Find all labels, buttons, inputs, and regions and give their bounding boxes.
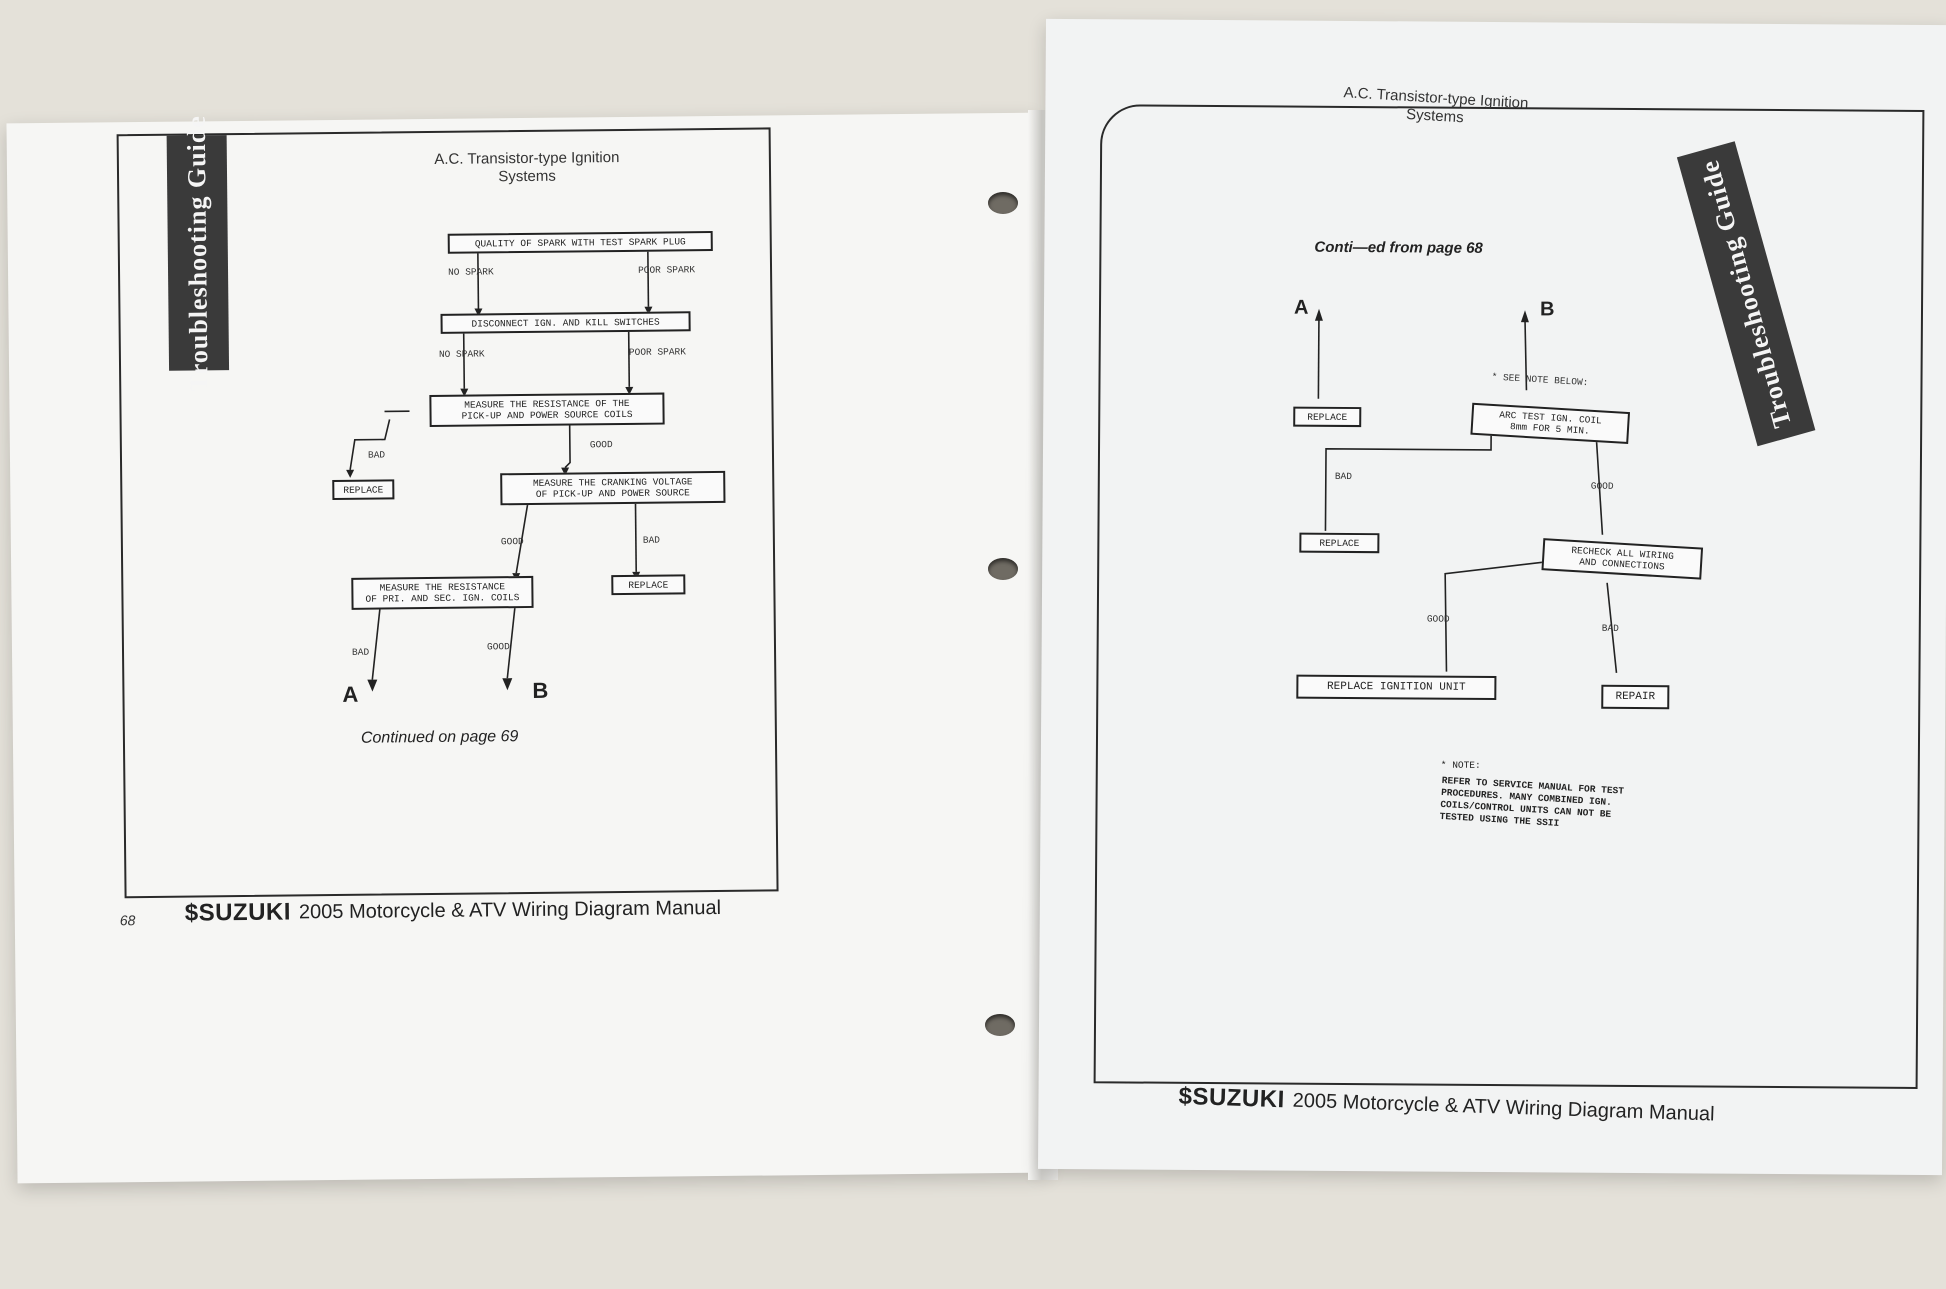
suzuki-logo: $SUZUKI bbox=[184, 898, 292, 927]
left-flowchart-wires bbox=[346, 244, 653, 692]
box-measure-ign-coils: MEASURE THE RESISTANCE OF PRI. AND SEC. … bbox=[351, 575, 534, 610]
box-measure-cranking-voltage: MEASURE THE CRANKING VOLTAGE OF PICK-UP … bbox=[500, 470, 726, 506]
label-good-1: GOOD bbox=[589, 439, 613, 451]
label-bad-3: BAD bbox=[351, 646, 370, 658]
box-repair: REPAIR bbox=[1601, 684, 1670, 710]
note-title: * NOTE: bbox=[1440, 759, 1481, 771]
label-good-2: GOOD bbox=[500, 536, 524, 548]
label-bad-2: BAD bbox=[642, 534, 661, 546]
binder-hole-1 bbox=[988, 192, 1018, 214]
box-replace-mid: REPLACE bbox=[1299, 532, 1380, 554]
connector-b-right: B bbox=[1539, 298, 1555, 321]
box-replace-top: REPLACE bbox=[1293, 406, 1362, 428]
box-disconnect-switches: DISCONNECT IGN. AND KILL SWITCHES bbox=[440, 311, 691, 334]
box-replace-1: REPLACE bbox=[332, 479, 395, 501]
label-good-3: GOOD bbox=[486, 641, 510, 653]
right-flowchart-wires bbox=[1314, 308, 1618, 673]
label-no-spark-2: NO SPARK bbox=[438, 348, 485, 360]
suzuki-brand: SUZUKI bbox=[198, 898, 292, 927]
box-replace-ignition-unit: REPLACE IGNITION UNIT bbox=[1296, 674, 1497, 701]
binder-hole-2 bbox=[988, 558, 1018, 580]
continued-on-page: Continued on page 69 bbox=[360, 728, 519, 747]
footer-manual-title: 2005 Motorcycle & ATV Wiring Diagram Man… bbox=[298, 896, 722, 923]
connector-a-left: A bbox=[342, 681, 359, 707]
binder-hole-3 bbox=[985, 1014, 1015, 1036]
label-bad-1: BAD bbox=[367, 449, 386, 461]
right-label-good-1: GOOD bbox=[1590, 480, 1614, 492]
left-page: Troubleshooting Guide A.C. Transistor-ty… bbox=[6, 112, 1048, 1184]
suzuki-logo-right: $SUZUKI bbox=[1178, 1082, 1286, 1114]
connector-a-right: A bbox=[1293, 296, 1309, 319]
right-label-bad-1: BAD bbox=[1334, 470, 1352, 483]
label-poor-spark-1: POOR SPARK bbox=[637, 264, 696, 276]
left-footer: $SUZUKI 2005 Motorcycle & ATV Wiring Dia… bbox=[185, 894, 721, 928]
label-no-spark-1: NO SPARK bbox=[448, 266, 494, 278]
connector-b-left: B bbox=[532, 677, 549, 703]
right-label-bad-2: BAD bbox=[1601, 622, 1619, 634]
box-replace-2: REPLACE bbox=[611, 574, 686, 596]
box-quality-of-spark: QUALITY OF SPARK WITH TEST SPARK PLUG bbox=[447, 231, 713, 254]
right-label-good-2: GOOD bbox=[1426, 613, 1450, 625]
box-measure-resistance-coils: MEASURE THE RESISTANCE OF THE PICK-UP AN… bbox=[429, 392, 665, 428]
page-number: 68 bbox=[119, 912, 136, 929]
right-page: Troubleshooting Guide A.C. Transistor-ty… bbox=[1037, 18, 1946, 1176]
label-poor-spark-2: POOR SPARK bbox=[628, 346, 686, 358]
suzuki-brand-right: SUZUKI bbox=[1192, 1083, 1286, 1114]
